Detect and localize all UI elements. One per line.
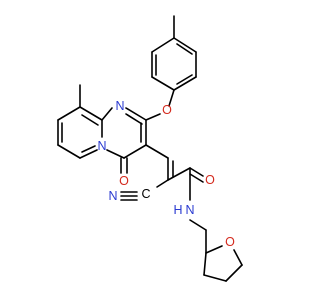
- bond: [79, 106, 103, 121]
- bond: [203, 252, 207, 276]
- atom-label-o-amide: O: [205, 173, 215, 187]
- bond: [233, 249, 243, 266]
- atom-label-o-ether: O: [162, 103, 172, 117]
- bond: [203, 274, 227, 282]
- bond: [189, 173, 204, 183]
- bond: [156, 179, 169, 188]
- bond: [176, 74, 193, 85]
- bond: [57, 144, 81, 159]
- structure-svg: N N O O C N O N H O: [57, 15, 243, 282]
- bond: [173, 76, 197, 91]
- atom-label-n-amide: N: [185, 203, 194, 217]
- bond: [145, 144, 169, 159]
- bond: [123, 144, 147, 159]
- bond: [79, 149, 98, 159]
- bond: [145, 113, 161, 121]
- bond: [125, 113, 143, 125]
- atom-label-o-thf: O: [225, 235, 235, 249]
- atom-label-n-pyrimidine: N: [115, 99, 124, 113]
- bond: [189, 219, 207, 231]
- bond: [151, 37, 175, 53]
- bonds: [57, 15, 243, 282]
- atom-label-c-nitrile: C: [141, 187, 150, 201]
- bond: [173, 37, 197, 53]
- atom-label-n-nitrile: N: [108, 189, 117, 203]
- bond: [81, 114, 99, 126]
- atom-labels: N N O O C N O N H O: [97, 99, 235, 249]
- bond: [189, 167, 204, 177]
- bond: [151, 76, 175, 91]
- bond: [168, 89, 175, 107]
- molecule-diagram: N N O O C N O N H O: [57, 15, 243, 282]
- atom-label-n-bridgehead: N: [97, 139, 106, 153]
- bond: [106, 149, 125, 159]
- bond: [176, 43, 193, 55]
- bond: [205, 245, 223, 254]
- bond: [125, 107, 147, 121]
- bond: [57, 106, 81, 121]
- atom-label-h-amide: H: [173, 203, 182, 217]
- atom-label-o-carbonyl: O: [119, 174, 129, 188]
- bond: [225, 264, 243, 282]
- bond: [101, 107, 113, 121]
- bond: [167, 167, 191, 181]
- bond: [81, 145, 96, 153]
